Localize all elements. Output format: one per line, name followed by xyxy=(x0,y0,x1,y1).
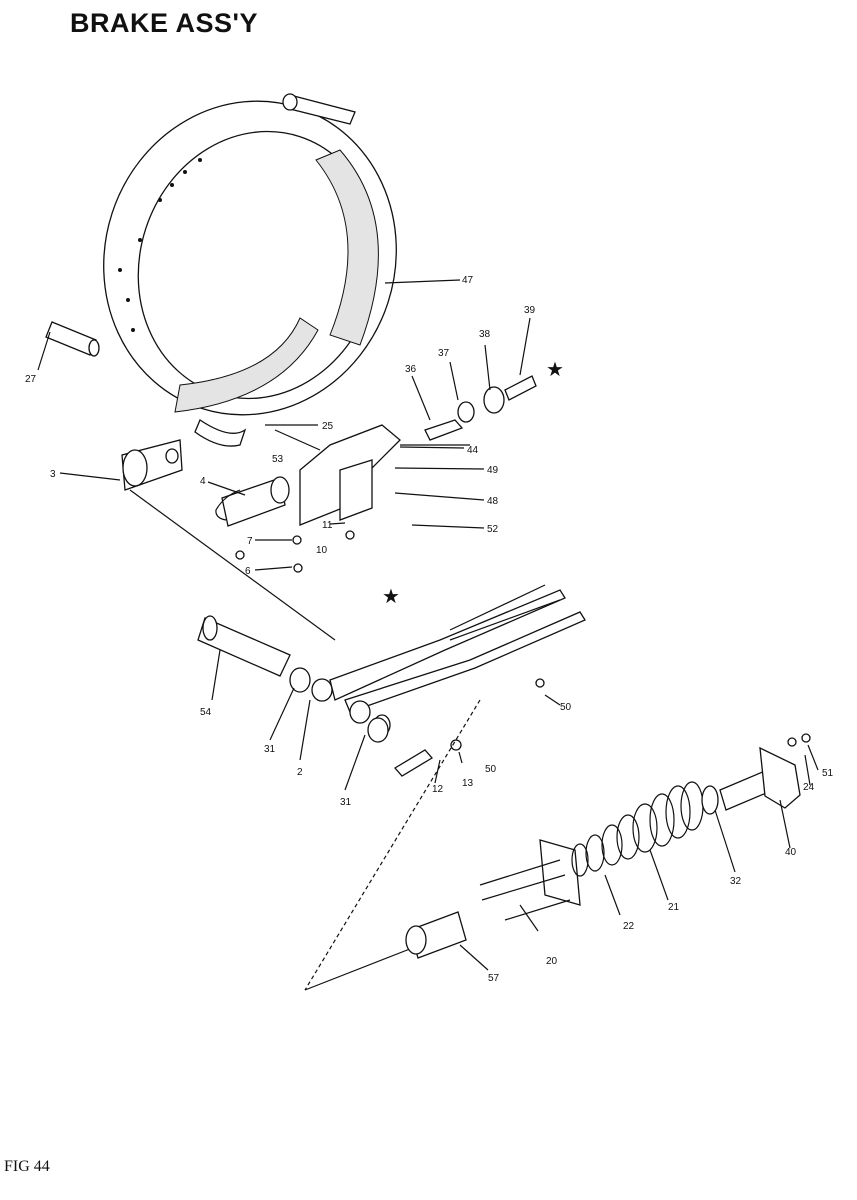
alignment-line xyxy=(304,699,481,991)
callout-54: 54 xyxy=(200,707,212,718)
callout-24: 24 xyxy=(803,782,815,793)
lever-assembly xyxy=(197,584,586,777)
callout-37: 37 xyxy=(438,348,450,359)
callout-38: 38 xyxy=(479,329,491,340)
star-marker: ★ xyxy=(546,359,564,381)
callout-40: 40 xyxy=(785,847,797,858)
callout-10: 10 xyxy=(316,545,328,556)
callout-36: 36 xyxy=(405,364,417,375)
callout-31b: 31 xyxy=(340,797,352,808)
callout-22: 22 xyxy=(623,921,635,932)
callout-2: 2 xyxy=(297,767,303,778)
callout-47: 47 xyxy=(462,275,474,286)
alignment-line xyxy=(129,489,336,641)
callout-13: 13 xyxy=(462,778,474,789)
callout-50b: 50 xyxy=(485,764,497,775)
alignment-line xyxy=(304,944,421,991)
figure-number: FIG 44 xyxy=(4,1158,50,1175)
callout-7: 7 xyxy=(247,536,253,547)
pin-27 xyxy=(45,321,100,357)
callout-labels: 47 37 27 39 38 36 3 25 44 53 49 4 48 7 1… xyxy=(25,275,834,984)
callout-4: 4 xyxy=(200,476,206,487)
callout-11: 11 xyxy=(322,520,333,531)
callout-25: 25 xyxy=(322,421,334,432)
band-end-lug xyxy=(194,419,247,447)
callout-12: 12 xyxy=(432,784,444,795)
callout-27: 27 xyxy=(25,374,37,385)
callout-31: 31 xyxy=(264,744,276,755)
callout-3: 3 xyxy=(50,469,56,480)
star-marker: ★ xyxy=(382,586,400,608)
callout-44: 44 xyxy=(467,445,479,456)
callout-6: 6 xyxy=(245,566,251,577)
spring-assembly xyxy=(405,733,811,959)
brake-band xyxy=(103,100,397,416)
callout-53: 53 xyxy=(272,454,284,465)
callout-51: 51 xyxy=(822,768,834,779)
callout-48: 48 xyxy=(487,496,499,507)
upper-linkage xyxy=(121,375,537,573)
callout-32: 32 xyxy=(730,876,742,887)
callout-20: 20 xyxy=(546,956,558,967)
leader-lines xyxy=(37,279,819,971)
callout-52: 52 xyxy=(487,524,499,535)
diagram-title: BRAKE ASS'Y xyxy=(70,8,258,38)
band-anchor-pin xyxy=(282,93,356,125)
callout-39: 39 xyxy=(524,305,536,316)
callout-57: 57 xyxy=(488,973,500,984)
callout-49: 49 xyxy=(487,465,499,476)
callout-50: 50 xyxy=(560,702,572,713)
callout-21: 21 xyxy=(668,902,680,913)
